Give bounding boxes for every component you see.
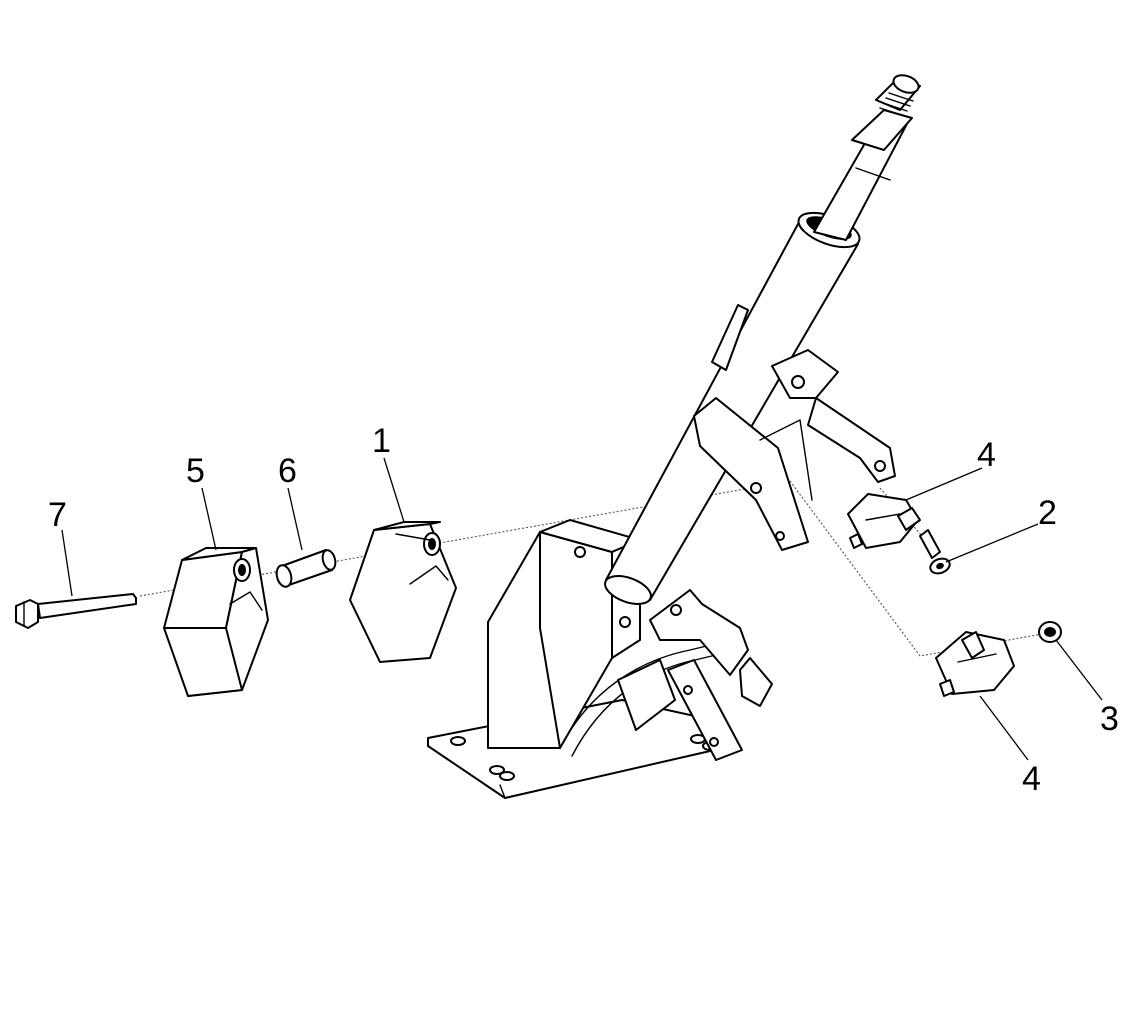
leader-lines xyxy=(61,457,1103,761)
flange-bolt-part-2 xyxy=(919,529,951,575)
callout-1: 1 xyxy=(372,422,391,460)
nut-part-3 xyxy=(1038,621,1062,643)
bolt-part-7 xyxy=(15,593,137,629)
mount-part-4-lower xyxy=(935,631,1015,697)
bracket-part-1 xyxy=(349,521,457,663)
steering-column-assembly xyxy=(427,74,921,799)
sleeve-part-6 xyxy=(275,549,337,588)
callout-6: 6 xyxy=(278,452,297,490)
callout-2: 2 xyxy=(1038,494,1057,532)
callout-labels: 1 2 3 4 4 5 6 7 xyxy=(48,422,1119,798)
mount-part-4-upper xyxy=(847,493,921,549)
callout-4-upper: 4 xyxy=(977,436,996,474)
callout-5: 5 xyxy=(186,452,205,490)
block-part-5 xyxy=(163,547,269,697)
callout-7: 7 xyxy=(48,496,67,534)
callout-3: 3 xyxy=(1100,700,1119,738)
callout-4-lower: 4 xyxy=(1022,760,1041,798)
